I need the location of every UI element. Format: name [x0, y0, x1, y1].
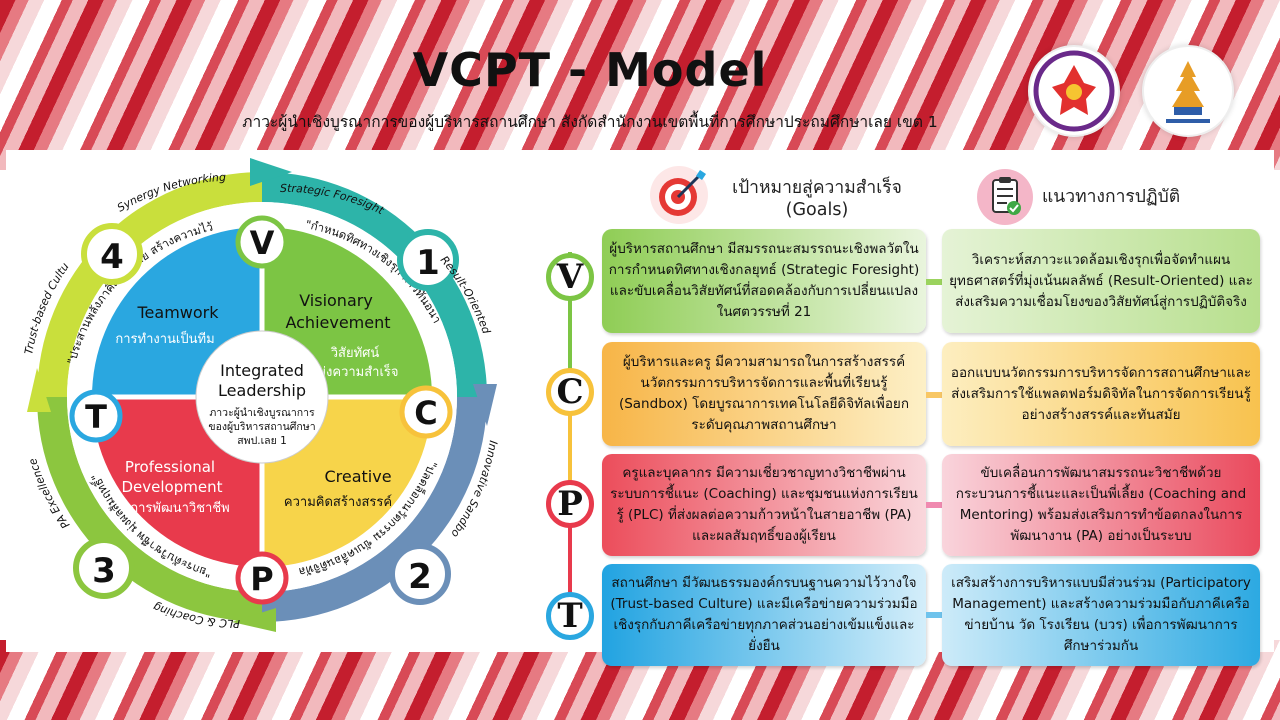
- outer-ring: [27, 158, 497, 632]
- visionary-title-2: Achievement: [285, 313, 390, 332]
- visionary-subtitle-1: วิสัยทัศน์: [330, 345, 379, 361]
- practice-heading: แนวทางการปฏิบัติ: [1042, 187, 1181, 207]
- office-seal-logo: [1028, 45, 1120, 137]
- connector-p: [926, 502, 942, 508]
- center-title-2: Leadership: [218, 381, 306, 400]
- wheel-number-2: 2: [389, 543, 451, 605]
- wheel-letter-c: C: [399, 385, 453, 439]
- professional-title-2: Development: [122, 478, 223, 496]
- timeline-segment-c: [568, 370, 572, 486]
- wheel-letter-v: V: [235, 215, 289, 269]
- wheel-number-4: 4: [81, 223, 143, 285]
- connector-v: [926, 279, 942, 285]
- goals-heading-label: เป้าหมายสู่ความสำเร็จ: [732, 178, 902, 198]
- center-sub-2: ของผู้บริหารสถานศึกษา: [208, 421, 315, 433]
- goals-heading-sub: (Goals): [785, 200, 849, 220]
- svg-text:3: 3: [92, 551, 116, 591]
- goals-heading: เป้าหมายสู่ความสำเร็จ (Goals): [714, 177, 920, 221]
- row-letter-c: C: [546, 368, 594, 416]
- wheel-letter-p: P: [235, 551, 289, 605]
- svg-text:V: V: [250, 224, 275, 262]
- teamwork-title: Teamwork: [136, 303, 219, 322]
- center-sub-3: สพป.เลย 1: [237, 435, 287, 447]
- svg-text:P: P: [250, 560, 273, 598]
- checklist-icon: [976, 168, 1034, 226]
- wheel-number-1: 1: [397, 229, 459, 291]
- connector-t: [926, 612, 942, 618]
- teamwork-subtitle: การทำงานเป็นทีม: [115, 329, 214, 347]
- timeline-segment-v: [568, 252, 572, 370]
- wheel-letter-t: T: [69, 389, 123, 443]
- practice-card-t: เสริมสร้างการบริหารแบบมีส่วนร่วม (Partic…: [942, 564, 1260, 666]
- svg-text:4: 4: [100, 237, 124, 277]
- vcpt-wheel-diagram: "กำหนดทิศทางเชิงรุก ก้าวทันอนาคต" "ประสา…: [0, 150, 500, 632]
- target-icon: [648, 164, 710, 226]
- svg-text:2: 2: [408, 557, 432, 597]
- center-title-1: Integrated: [220, 361, 304, 380]
- professional-subtitle: การพัฒนาวิชาชีพ: [130, 500, 229, 516]
- goal-card-p: ครูและบุคลากร มีความเชี่ยวชาญทางวิชาชีพผ…: [602, 454, 926, 556]
- page-subtitle: ภาวะผู้นำเชิงบูรณาการของผู้บริหารสถานศึก…: [242, 113, 938, 131]
- page-title: VCPT - Model: [412, 43, 768, 97]
- visionary-title-1: Visionary: [299, 291, 373, 310]
- wheel-number-3: 3: [73, 537, 135, 599]
- university-seal-logo: [1142, 45, 1234, 137]
- visionary-subtitle-2: มุ่งความสำเร็จ: [317, 362, 398, 380]
- practice-card-v: วิเคราะห์สภาวะแวดล้อมเชิงรุกเพื่อจัดทำแผ…: [942, 229, 1260, 333]
- connector-c: [926, 392, 942, 398]
- practice-card-p: ขับเคลื่อนการพัฒนาสมรรถนะวิชาชีพด้วยกระบ…: [942, 454, 1260, 556]
- svg-text:C: C: [414, 394, 437, 432]
- professional-title-1: Professional: [125, 458, 215, 476]
- goal-card-c: ผู้บริหารและครู มีความสามารถในการสร้างสร…: [602, 342, 926, 446]
- row-letter-t: T: [546, 592, 594, 640]
- goal-card-t: สถานศึกษา มีวัฒนธรรมองค์กรบนฐานความไว้วา…: [602, 564, 926, 666]
- creative-subtitle: ความคิดสร้างสรรค์: [284, 494, 392, 510]
- creative-title: Creative: [324, 467, 391, 486]
- goal-card-v: ผู้บริหารสถานศึกษา มีสมรรถนะสมรรถนะเชิงพ…: [602, 229, 926, 333]
- svg-text:T: T: [85, 398, 107, 436]
- center-sub-1: ภาวะผู้นำเชิงบูรณาการ: [209, 407, 315, 419]
- svg-text:1: 1: [416, 243, 440, 283]
- timeline-segment-p: [568, 486, 572, 602]
- row-letter-p: P: [546, 480, 594, 528]
- row-letter-v: V: [546, 253, 594, 301]
- practice-card-c: ออกแบบนวัตกรรมการบริหารจัดการสถานศึกษาแล…: [942, 342, 1260, 446]
